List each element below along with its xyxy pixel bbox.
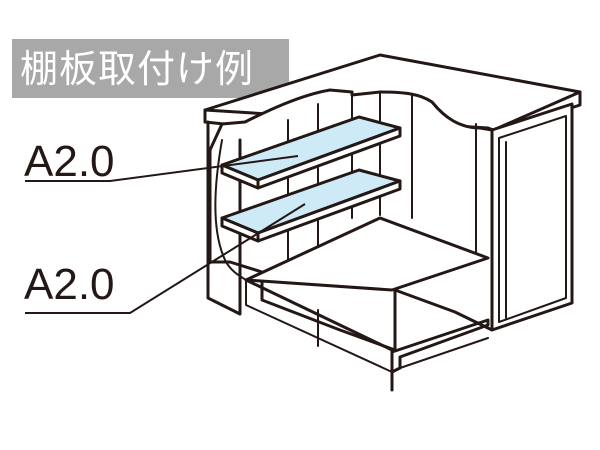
callout-label-lower-shelf: A2.0 xyxy=(24,260,115,309)
floor-front-edge xyxy=(244,278,394,392)
callout-label-upper-shelf: A2.0 xyxy=(24,137,115,186)
lower-shelf-side xyxy=(256,179,402,243)
floor xyxy=(244,216,490,292)
diagram-title: 棚板取付け例 xyxy=(20,46,255,91)
upper-shelf-side xyxy=(256,126,402,190)
floor-skirt-line xyxy=(245,281,393,373)
door-sill-rail xyxy=(399,337,489,369)
leader-line-upper xyxy=(25,155,299,182)
leader-line-lower xyxy=(25,203,306,314)
title-badge: 棚板取付け例 xyxy=(12,39,289,98)
left-post-curve xyxy=(214,139,247,281)
right-side-panel xyxy=(490,102,574,332)
right-panel-inner-edge xyxy=(498,115,567,323)
door-sill xyxy=(390,318,490,374)
